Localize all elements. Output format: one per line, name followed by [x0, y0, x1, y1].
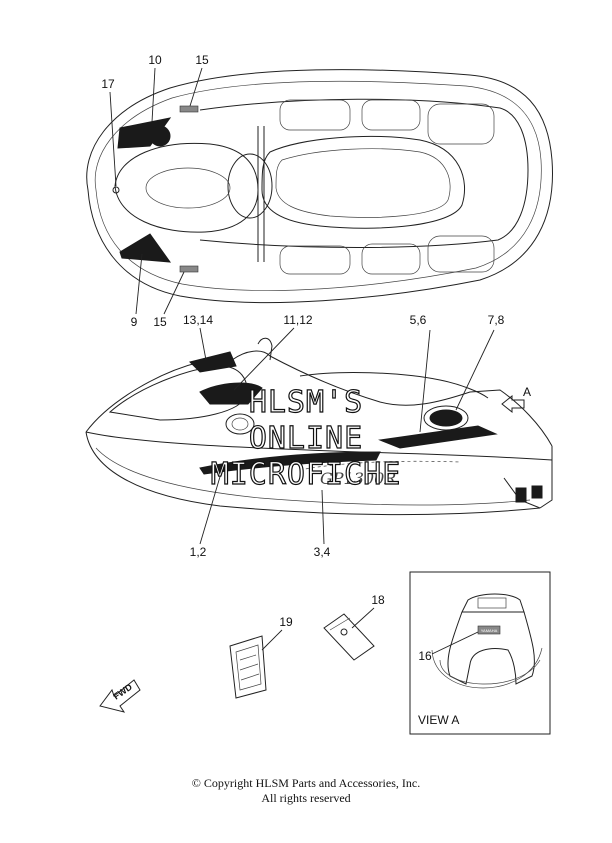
leader-19 — [261, 629, 283, 651]
watermark-line-2: ONLINE — [249, 421, 363, 456]
badge-text: YAMAHA — [481, 628, 498, 633]
copyright-block: © Copyright HLSM Parts and Accessories, … — [0, 776, 612, 806]
side-view-watercraft: GP1300R — [85, 337, 553, 516]
watermark: HLSM'S ONLINE MICROFICHE — [210, 384, 402, 492]
top-view-watercraft — [86, 69, 553, 304]
top-view-leader-lines — [109, 67, 203, 315]
part-19-decal-sheet — [229, 635, 267, 699]
leader-16 — [431, 631, 479, 655]
fwd-arrow: FWD — [99, 679, 141, 713]
callout-17: 17 — [101, 77, 115, 91]
watermark-line-1: HLSM'S — [249, 385, 363, 420]
view-a-label: VIEW A — [418, 713, 459, 727]
callout-15-bottom: 15 — [153, 315, 167, 329]
callout-A: A — [523, 385, 531, 399]
leader-18 — [351, 607, 375, 629]
callout-10: 10 — [148, 53, 162, 67]
callout-7-8: 7,8 — [488, 313, 505, 327]
callout-16: 16 — [418, 649, 432, 663]
side-view-leader-lines — [199, 327, 495, 545]
callout-13-14: 13,14 — [183, 313, 213, 327]
callout-1-2: 1,2 — [190, 545, 207, 559]
callout-18: 18 — [371, 593, 385, 607]
callout-15-top: 15 — [195, 53, 209, 67]
callout-11-12: 11,12 — [283, 313, 312, 327]
fwd-label: FWD — [111, 681, 134, 701]
view-a-arrow — [501, 394, 525, 414]
callout-5-6: 5,6 — [410, 313, 427, 327]
callout-3-4: 3,4 — [314, 545, 331, 559]
callout-9: 9 — [131, 315, 138, 329]
part-18-pouch — [323, 613, 375, 661]
callout-19: 19 — [279, 615, 293, 629]
watermark-line-3: MICROFICHE — [211, 457, 402, 492]
copyright-line-2: All rights reserved — [261, 791, 351, 805]
copyright-line-1: © Copyright HLSM Parts and Accessories, … — [191, 776, 421, 790]
hull-script-decal: GP1300R — [320, 469, 396, 488]
